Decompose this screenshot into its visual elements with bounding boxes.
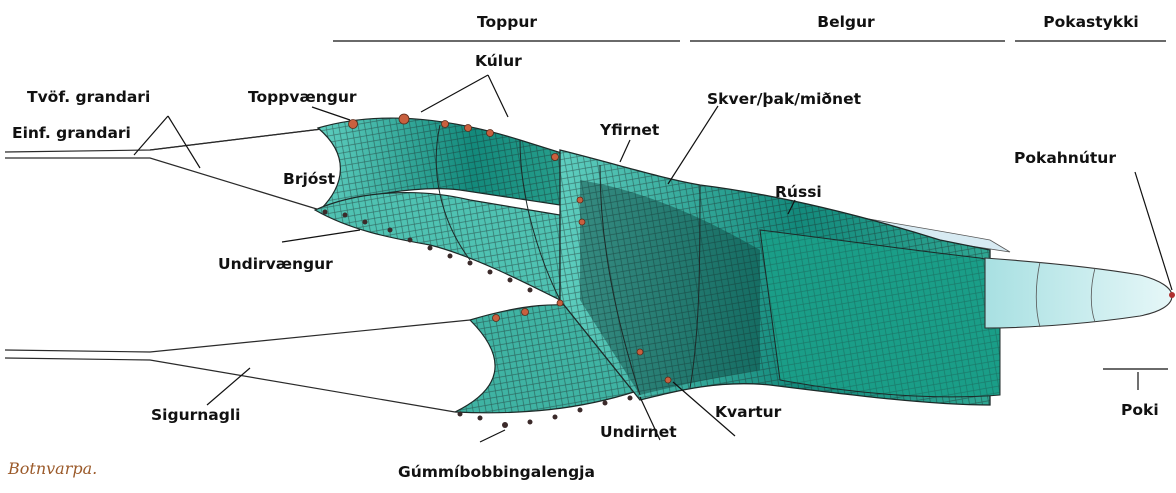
label-undirnet: Undirnet — [600, 425, 677, 441]
section-belgur: Belgur — [817, 15, 874, 31]
label-yfirnet: Yfirnet — [600, 123, 659, 139]
figure-caption: Botnvarpa. — [8, 459, 97, 478]
label-russi: Rússi — [775, 185, 822, 201]
label-brjost: Brjóst — [283, 172, 335, 188]
label-gummibobbingalengja: Gúmmíbobbingalengja — [398, 465, 595, 481]
label-pokahnutur: Pokahnútur — [1014, 151, 1116, 167]
section-pokastykki: Pokastykki — [1043, 15, 1138, 31]
label-einf-grandari: Einf. grandari — [12, 126, 131, 142]
label-sigurnagli: Sigurnagli — [151, 408, 240, 424]
label-toppvaengur: Toppvængur — [248, 90, 357, 106]
label-skver: Skver/þak/miðnet — [707, 92, 861, 108]
label-kulur: Kúlur — [475, 54, 522, 70]
label-kvartur: Kvartur — [715, 405, 781, 421]
label-tvof-grandari: Tvöf. grandari — [27, 90, 150, 106]
section-toppur: Toppur — [477, 15, 537, 31]
label-poki: Poki — [1121, 403, 1159, 419]
label-undirvaengur: Undirvængur — [218, 257, 333, 273]
